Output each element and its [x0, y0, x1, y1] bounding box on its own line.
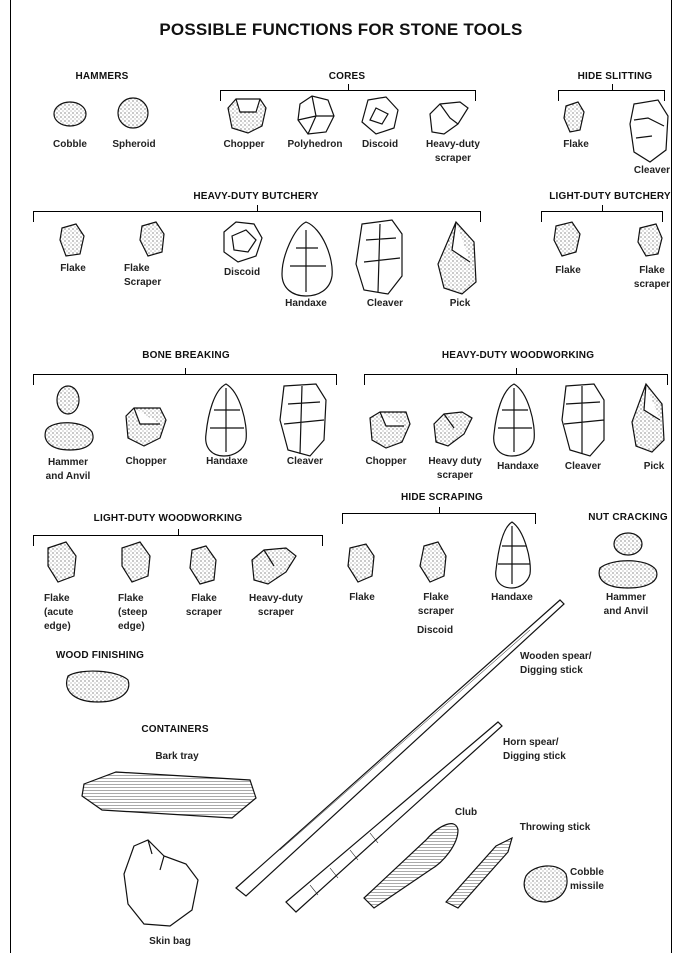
- flake-acute-icon: [48, 542, 76, 582]
- chopper-hdw-icon: [370, 412, 410, 448]
- flake-steep-icon: [122, 542, 150, 582]
- anvil-stone-nut-icon: [599, 561, 657, 588]
- flake-ldb-icon: [554, 222, 580, 256]
- cleaver-hdb-icon: [356, 220, 402, 294]
- handaxe-hdw-icon: [494, 384, 535, 456]
- cleaver-hide-slitting-icon: [630, 100, 668, 162]
- pick-hdw-icon: [632, 384, 664, 452]
- club-icon: [364, 824, 458, 908]
- handaxe-hide-scraping-icon: [496, 522, 531, 588]
- chopper-bone-icon: [126, 408, 166, 446]
- flake-hide-slitting-icon: [564, 102, 584, 132]
- cleaver-bone-icon: [280, 384, 326, 456]
- anvil-stone-bone-icon: [45, 423, 93, 450]
- handaxe-hdb-icon: [282, 222, 332, 296]
- skin-bag-icon: [124, 840, 198, 926]
- wooden-spear-icon: [236, 600, 564, 896]
- flake-scraper-ldb-icon: [638, 224, 662, 256]
- flake-hdb-icon: [60, 224, 84, 256]
- cobble-icon: [54, 102, 86, 126]
- flake-hide-scraping-icon: [348, 544, 374, 582]
- handaxe-bone-icon: [206, 384, 247, 456]
- heavy-duty-scraper-core-icon: [430, 102, 468, 134]
- throwing-stick-icon: [446, 838, 512, 908]
- heavy-duty-scraper-hdw-icon: [434, 412, 472, 446]
- heavy-duty-scraper-ldw-icon: [252, 548, 296, 584]
- chopper-icon: [228, 99, 266, 133]
- discoid-core-icon: [362, 97, 398, 134]
- hammer-stone-nut-icon: [614, 533, 642, 555]
- flake-scraper-ldw-icon: [190, 546, 216, 584]
- pick-hdb-icon: [438, 222, 476, 294]
- bark-tray-icon: [82, 772, 256, 818]
- flake-scraper-hdb-icon: [140, 222, 164, 256]
- flake-scraper-hide-scraping-icon: [420, 542, 446, 582]
- spheroid-icon: [118, 98, 148, 128]
- cobble-missile-icon: [524, 866, 567, 902]
- polyhedron-icon: [298, 96, 334, 134]
- discoid-hdb-icon: [224, 222, 262, 262]
- wood-finishing-stone-icon: [67, 671, 129, 702]
- cleaver-hdw-icon: [562, 384, 604, 456]
- hammer-stone-bone-icon: [57, 386, 79, 414]
